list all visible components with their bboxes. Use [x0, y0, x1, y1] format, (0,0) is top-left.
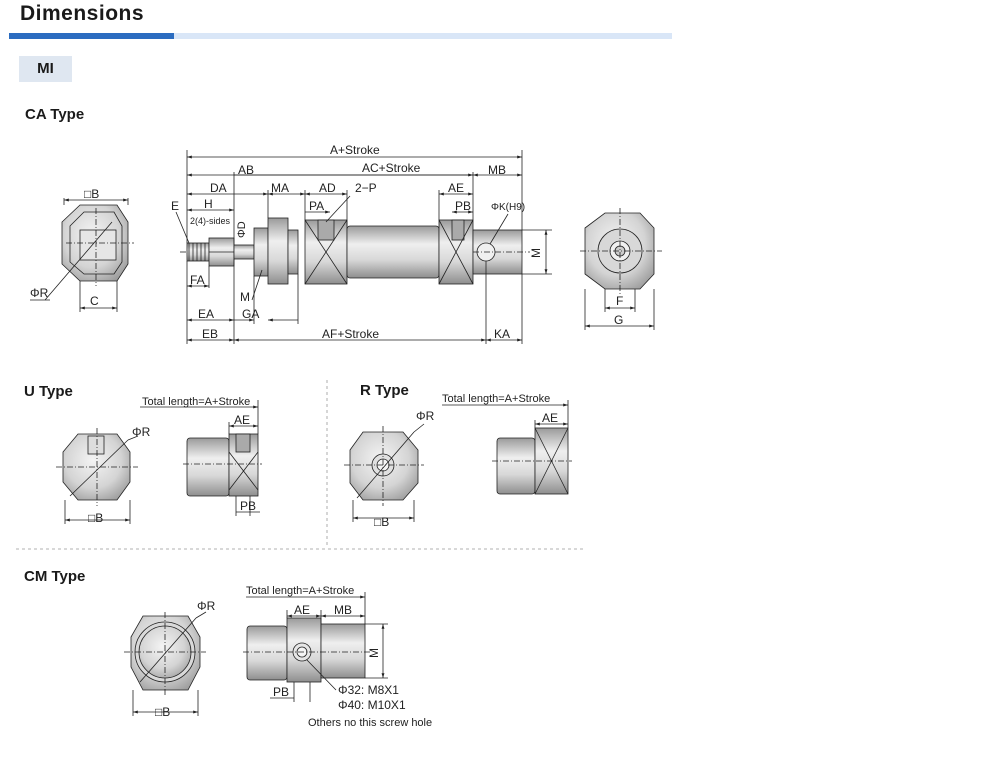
cm-end-view: [124, 611, 207, 716]
u-label-r: ΦR: [132, 425, 151, 439]
ca-label-a: A+Stroke: [330, 143, 380, 157]
title-underline: [9, 33, 672, 39]
ca-label-ma: MA: [271, 181, 289, 195]
r-label-ae: AE: [542, 411, 558, 425]
ca-end-view-left: [30, 198, 134, 312]
cm-label-mb: MB: [334, 603, 352, 617]
cm-label-ae: AE: [294, 603, 310, 617]
ca-label-e: E: [171, 199, 179, 213]
r-label-b: □B: [374, 515, 389, 529]
cm-type-title: CM Type: [24, 568, 86, 585]
u-label-total: Total length=A+Stroke: [142, 396, 250, 408]
ca-label-k: ΦK(H9): [491, 202, 525, 213]
ca-dimensions-top: [175, 150, 552, 275]
u-label-ae: AE: [234, 413, 250, 427]
page-title: Dimensions: [20, 2, 145, 25]
ca-label-side-b: □B: [84, 187, 99, 201]
r-label-r: ΦR: [416, 409, 435, 423]
ca-label-ab: AB: [238, 163, 254, 177]
cm-note-others: Others no this screw hole: [308, 717, 432, 729]
cm-note-32: Φ32: M8X1: [338, 683, 399, 697]
u-side-view: [140, 400, 262, 516]
ca-side-view: [180, 217, 530, 285]
ca-label-g: G: [614, 313, 623, 327]
ca-dimensions-bottom: [186, 259, 523, 344]
ca-label-d: ΦD: [236, 221, 248, 238]
r-type-title: R Type: [360, 382, 409, 399]
ca-type-title: CA Type: [25, 106, 85, 123]
ca-label-ka: KA: [494, 327, 510, 341]
ca-label-da: DA: [210, 181, 227, 195]
cm-label-pb: PB: [273, 685, 289, 699]
ca-label-sides: 2(4)-sides: [190, 216, 231, 226]
ca-label-m: M: [529, 248, 543, 258]
u-end-view: [56, 428, 139, 524]
cm-side-view: [243, 592, 388, 702]
ca-label-f: F: [616, 294, 623, 308]
u-label-pb: PB: [240, 499, 256, 513]
cm-label-r: ΦR: [197, 599, 216, 613]
ca-label-ac: AC+Stroke: [362, 161, 421, 175]
r-side-view: [442, 400, 572, 495]
ca-end-view-right: [580, 208, 662, 330]
u-type-title: U Type: [24, 383, 73, 400]
ca-label-fa: FA: [190, 273, 205, 287]
ca-label-r: ΦR: [30, 286, 49, 300]
ca-label-pb: PB: [455, 199, 471, 213]
ca-label-ae: AE: [448, 181, 464, 195]
ca-label-ad: AD: [319, 181, 336, 195]
r-end-view: [344, 423, 425, 522]
cm-label-total: Total length=A+Stroke: [246, 585, 354, 597]
r-label-total: Total length=A+Stroke: [442, 393, 550, 405]
title-underline-accent: [9, 33, 174, 39]
ca-label-pa: PA: [309, 199, 324, 213]
ca-label-mb: MB: [488, 163, 506, 177]
ca-label-af: AF+Stroke: [322, 327, 379, 341]
ca-label-m2: M: [240, 290, 250, 304]
series-tab[interactable]: MI: [19, 56, 72, 82]
ca-label-eb: EB: [202, 327, 218, 341]
u-label-b: □B: [88, 511, 103, 525]
cm-note-40: Φ40: M10X1: [338, 698, 406, 712]
ca-label-ga: GA: [242, 307, 259, 321]
ca-label-ea: EA: [198, 307, 214, 321]
ca-label-c: C: [90, 294, 99, 308]
ca-label-p: 2−P: [355, 181, 377, 195]
cm-label-m: M: [367, 648, 381, 658]
ca-label-h: H: [204, 197, 213, 211]
cm-label-b: □B: [155, 705, 170, 719]
